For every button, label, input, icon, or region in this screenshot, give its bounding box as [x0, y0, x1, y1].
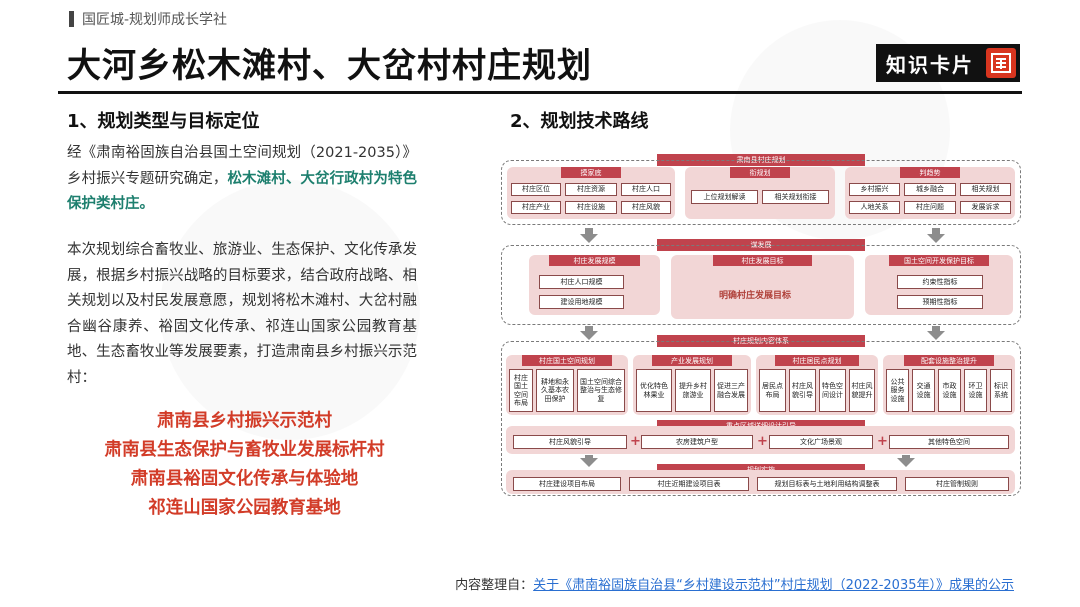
group-planning-title: 衔规划: [730, 167, 790, 178]
goal-center-text: 明确村庄发展目标: [719, 291, 792, 301]
section-heading-2: 2、规划技术路线: [510, 111, 649, 132]
brand-name: 国匠城-规划师成长学社: [82, 12, 228, 28]
detail-cell: 农房建筑户型: [641, 435, 753, 449]
intro-paragraph: 经《肃南裕固族自治县国土空间规划（2021-2035）》乡村振兴专题研究确定，松…: [67, 141, 417, 218]
group-goal-title: 村庄发展目标: [713, 255, 812, 266]
trend-cell: 发展诉求: [960, 201, 1011, 214]
facilities-cell: 标识系统: [990, 369, 1012, 412]
flow-arrow-stem: [585, 455, 593, 458]
group-land-goal-title: 国土空间开发保护目标: [889, 255, 989, 266]
survey-cell: 村庄产业: [511, 201, 561, 214]
facilities-cell: 交通设施: [912, 369, 935, 412]
section-heading-1: 1、规划类型与目标定位: [67, 111, 260, 132]
survey-cell: 村庄资源: [565, 183, 617, 196]
source-link[interactable]: 关于《肃南裕固族自治县“乡村建设示范村”村庄规划（2022-2035年）》成果的…: [533, 578, 1014, 593]
residential-cell: 居民点布局: [759, 369, 786, 412]
residential-cell: 特色空间设计: [819, 369, 846, 412]
facilities-cell: 公共服务设施: [886, 369, 909, 412]
card-label: 知识卡片: [886, 52, 974, 77]
section-development: [501, 245, 1021, 325]
brand-line: 国匠城-规划师成长学社: [69, 9, 227, 29]
land-goal-cell: 预期性指标: [897, 295, 983, 309]
knowledge-card-badge: 知识卡片: [876, 44, 1020, 82]
implementation-cell: 村庄管制规则: [905, 477, 1009, 491]
intro-highlight: 松木滩村、大岔行政村为特色保护类村庄。: [67, 170, 418, 213]
flow-arrow-icon: [580, 331, 598, 340]
group-scale-title: 村庄发展规模: [549, 255, 640, 266]
planning-cell: 相关规划衔接: [762, 190, 829, 204]
industry-cell: 促进三产融合发展: [714, 369, 748, 412]
trend-cell: 城乡融合: [904, 183, 956, 196]
scale-cell: 建设用地规模: [539, 295, 624, 309]
residential-cell: 村庄风貌引导: [789, 369, 816, 412]
plus-icon: +: [757, 434, 768, 449]
brand-bar-icon: [69, 11, 74, 27]
intro-text: 经《肃南裕固族自治县国土空间规划（2021-2035）》乡村振兴专题研究确定，: [67, 145, 417, 187]
flow-arrow-icon: [927, 331, 945, 340]
section-survey: [501, 160, 1021, 225]
industry-cell: 优化特色林果业: [636, 369, 672, 412]
planning-cell: 上位规划解读: [691, 190, 758, 204]
title-divider: [58, 91, 1022, 94]
survey-cell: 村庄区位: [511, 183, 561, 196]
detail-cell: 村庄风貌引导: [513, 435, 627, 449]
plus-icon: +: [630, 434, 641, 449]
residential-cell: 村庄风貌提升: [849, 369, 875, 412]
implementation-cell: 村庄近期建设项目表: [629, 477, 749, 491]
section-content: [501, 341, 1021, 496]
group-land-space-title: 村庄国土空间规划: [522, 355, 612, 366]
flow-arrow-stem: [585, 326, 593, 331]
plus-icon: +: [877, 434, 888, 449]
scale-cell: 村庄人口规模: [539, 275, 624, 289]
plan-paragraph: 本次规划综合畜牧业、旅游业、生态保护、文化传承发展，根据乡村振兴战略的目标要求，…: [67, 242, 417, 386]
page-title: 大河乡松木滩村、大岔村村庄规划: [67, 46, 592, 86]
trend-cell: 乡村振兴: [849, 183, 900, 196]
group-residential-title: 村庄居民点规划: [775, 355, 859, 366]
group-industry-title: 产业发展规划: [652, 355, 732, 366]
flow-arrow-icon: [580, 234, 598, 243]
flow-arrow-stem: [902, 455, 910, 458]
implementation-cell: 规划目标表与土地利用结构调整表: [757, 477, 897, 491]
slogan-item: 肃南县乡村振兴示范村: [157, 411, 332, 431]
trend-cell: 相关规划: [960, 183, 1011, 196]
facilities-cell: 环卫设施: [964, 369, 987, 412]
flow-arrow-stem: [585, 228, 593, 234]
slogan-item: 肃南县生态保护与畜牧业发展标杆村: [104, 440, 385, 460]
facilities-cell: 市政设施: [938, 369, 961, 412]
implementation-cell: 村庄建设项目布局: [513, 477, 621, 491]
band-implementation: 规划实施: [657, 464, 865, 475]
group-trend-title: 判趋势: [900, 167, 960, 178]
source-footer: 内容整理自：关于《肃南裕固族自治县“乡村建设示范村”村庄规划（2022-2035…: [455, 574, 1014, 593]
land-space-cell: 村庄国土空间布局: [509, 369, 533, 412]
flow-arrow-icon: [580, 458, 598, 467]
flow-arrow-icon: [927, 234, 945, 243]
land-space-cell: 国土空间综合整治与生态修复: [577, 369, 625, 412]
detail-cell: 其他特色空间: [889, 435, 1009, 449]
band-detail-design: 重点区域详细设计引导: [657, 420, 865, 431]
flow-arrow-stem: [932, 326, 940, 331]
logo-icon: [986, 48, 1016, 78]
survey-cell: 村庄人口: [621, 183, 671, 196]
slogan-item: 祁连山国家公园教育基地: [148, 498, 341, 518]
flow-arrow-icon: [897, 458, 915, 467]
slogan-list: 肃南县乡村振兴示范村 肃南县生态保护与畜牧业发展标杆村 肃南县裕固文化传承与体验…: [67, 407, 422, 523]
detail-cell: 文化广场景观: [769, 435, 873, 449]
land-space-cell: 耕地和永久基本农田保护: [536, 369, 574, 412]
source-prefix: 内容整理自：: [455, 578, 534, 593]
survey-cell: 村庄设施: [565, 201, 617, 214]
group-facilities-title: 配套设施整治提升: [904, 355, 994, 366]
trend-cell: 人地关系: [849, 201, 900, 214]
group-survey-title: 摸家底: [561, 167, 621, 178]
trend-cell: 村庄问题: [904, 201, 956, 214]
industry-cell: 提升乡村旅游业: [675, 369, 711, 412]
technical-roadmap-diagram: 肃南县村庄规划 摸家底 村庄区位 村庄资源 村庄人口 村庄产业 村庄设施 村庄风…: [499, 154, 1023, 507]
slogan-item: 肃南县裕固文化传承与体验地: [130, 469, 359, 489]
survey-cell: 村庄风貌: [621, 201, 671, 214]
flow-arrow-stem: [932, 228, 940, 234]
land-goal-cell: 约束性指标: [897, 275, 983, 289]
